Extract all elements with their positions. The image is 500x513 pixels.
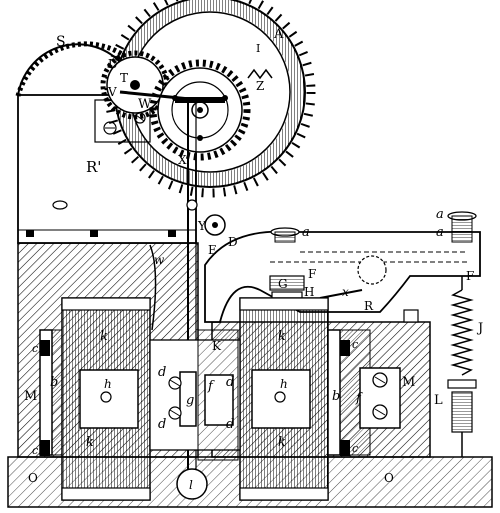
label-a-2: a xyxy=(436,207,444,222)
label-c-1: c xyxy=(32,342,38,355)
label-m-1: M xyxy=(24,389,37,404)
label-y: Y xyxy=(197,219,207,233)
label-d-upper: D xyxy=(228,235,238,249)
label-o-1: O xyxy=(28,471,38,485)
label-k-3: k xyxy=(86,435,94,450)
binding-post-right xyxy=(447,211,477,243)
binding-post-left xyxy=(270,227,300,243)
label-a: A xyxy=(273,27,284,42)
part-g xyxy=(269,275,305,291)
label-b-2: b xyxy=(332,389,340,404)
label-i: I xyxy=(256,42,260,55)
label-f-1: f xyxy=(207,379,215,394)
label-m-2: M xyxy=(402,375,415,390)
label-h-1: h xyxy=(104,377,112,391)
label-k-upper: K xyxy=(212,339,222,353)
label-o-2: O xyxy=(384,471,394,485)
label-f-upper-1: F xyxy=(308,267,316,281)
spring-z xyxy=(247,68,273,80)
label-r: R xyxy=(364,299,374,313)
label-f-upper-2: F xyxy=(466,269,474,283)
label-g-lower: g xyxy=(186,393,194,408)
coil-left xyxy=(61,297,151,501)
gear-z xyxy=(149,59,251,161)
wire-w xyxy=(149,244,157,331)
label-d-1: d xyxy=(158,365,166,380)
label-k-2: k xyxy=(278,329,286,344)
label-a-3: a xyxy=(436,225,444,240)
spring-j xyxy=(447,276,477,457)
label-w-wire: w xyxy=(154,253,165,267)
label-x-upper: X xyxy=(178,153,187,167)
label-f-2: f xyxy=(355,391,363,406)
label-r-prime: R' xyxy=(86,158,101,176)
label-c-4: c xyxy=(352,442,358,455)
label-x-lower: x xyxy=(342,285,349,299)
gear-s xyxy=(15,41,127,97)
label-l-upper: L xyxy=(434,393,443,408)
label-z: Z xyxy=(256,79,264,93)
label-b-1: b xyxy=(50,375,58,390)
label-u: U xyxy=(108,57,118,71)
bottom-bulb xyxy=(176,468,208,500)
label-c-3: c xyxy=(352,338,358,351)
label-v: V xyxy=(107,85,117,99)
label-d-4: d xyxy=(226,417,234,432)
label-j: J xyxy=(476,321,483,336)
label-c-2: c xyxy=(32,444,38,457)
center-armature xyxy=(149,329,241,461)
label-l-lower: l xyxy=(189,478,193,492)
coil-right xyxy=(239,297,329,501)
label-d-3: d xyxy=(158,417,166,432)
label-h-2: h xyxy=(280,377,288,391)
lever-frame xyxy=(204,230,481,323)
label-a-1: a xyxy=(302,225,310,240)
label-k-1: k xyxy=(100,329,108,344)
label-t: T xyxy=(120,71,128,85)
label-e: E xyxy=(208,243,217,257)
label-h-upper: H xyxy=(304,285,314,299)
label-d-2: d xyxy=(226,375,234,390)
label-s: S xyxy=(56,34,66,50)
label-k-4: k xyxy=(278,435,286,450)
label-w: W xyxy=(138,97,152,112)
label-g-upper: G xyxy=(278,277,288,291)
